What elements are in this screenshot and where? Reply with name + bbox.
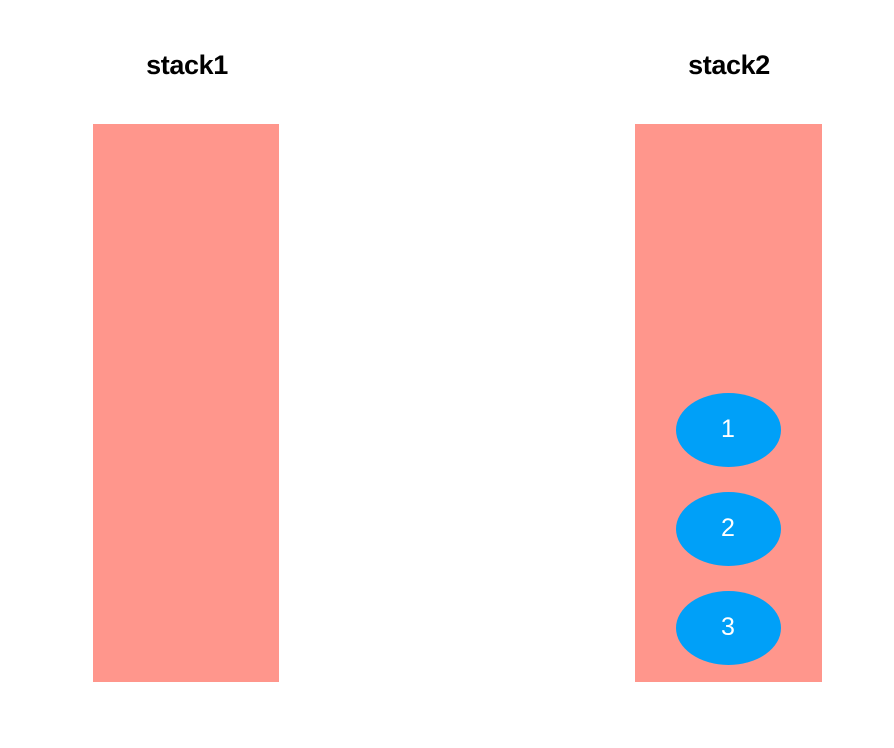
stack-item[interactable]: 1 xyxy=(675,393,781,467)
stack-label-stack1: stack1 xyxy=(146,50,228,80)
stack-item[interactable]: 3 xyxy=(675,591,781,665)
stack-container-stack2[interactable]: 1 2 3 xyxy=(635,124,822,682)
stack-item-label: 2 xyxy=(721,513,735,542)
stack-item[interactable]: 2 xyxy=(675,492,781,566)
stack-label-stack2: stack2 xyxy=(688,50,770,80)
stack-items-stack1 xyxy=(93,124,279,682)
stack-container-stack1[interactable] xyxy=(93,124,279,682)
stack-item-label: 3 xyxy=(721,612,735,641)
stack-item-label: 1 xyxy=(721,414,735,443)
stack-items-stack2: 1 2 3 xyxy=(635,124,822,682)
stack-body-stack1 xyxy=(93,124,279,682)
